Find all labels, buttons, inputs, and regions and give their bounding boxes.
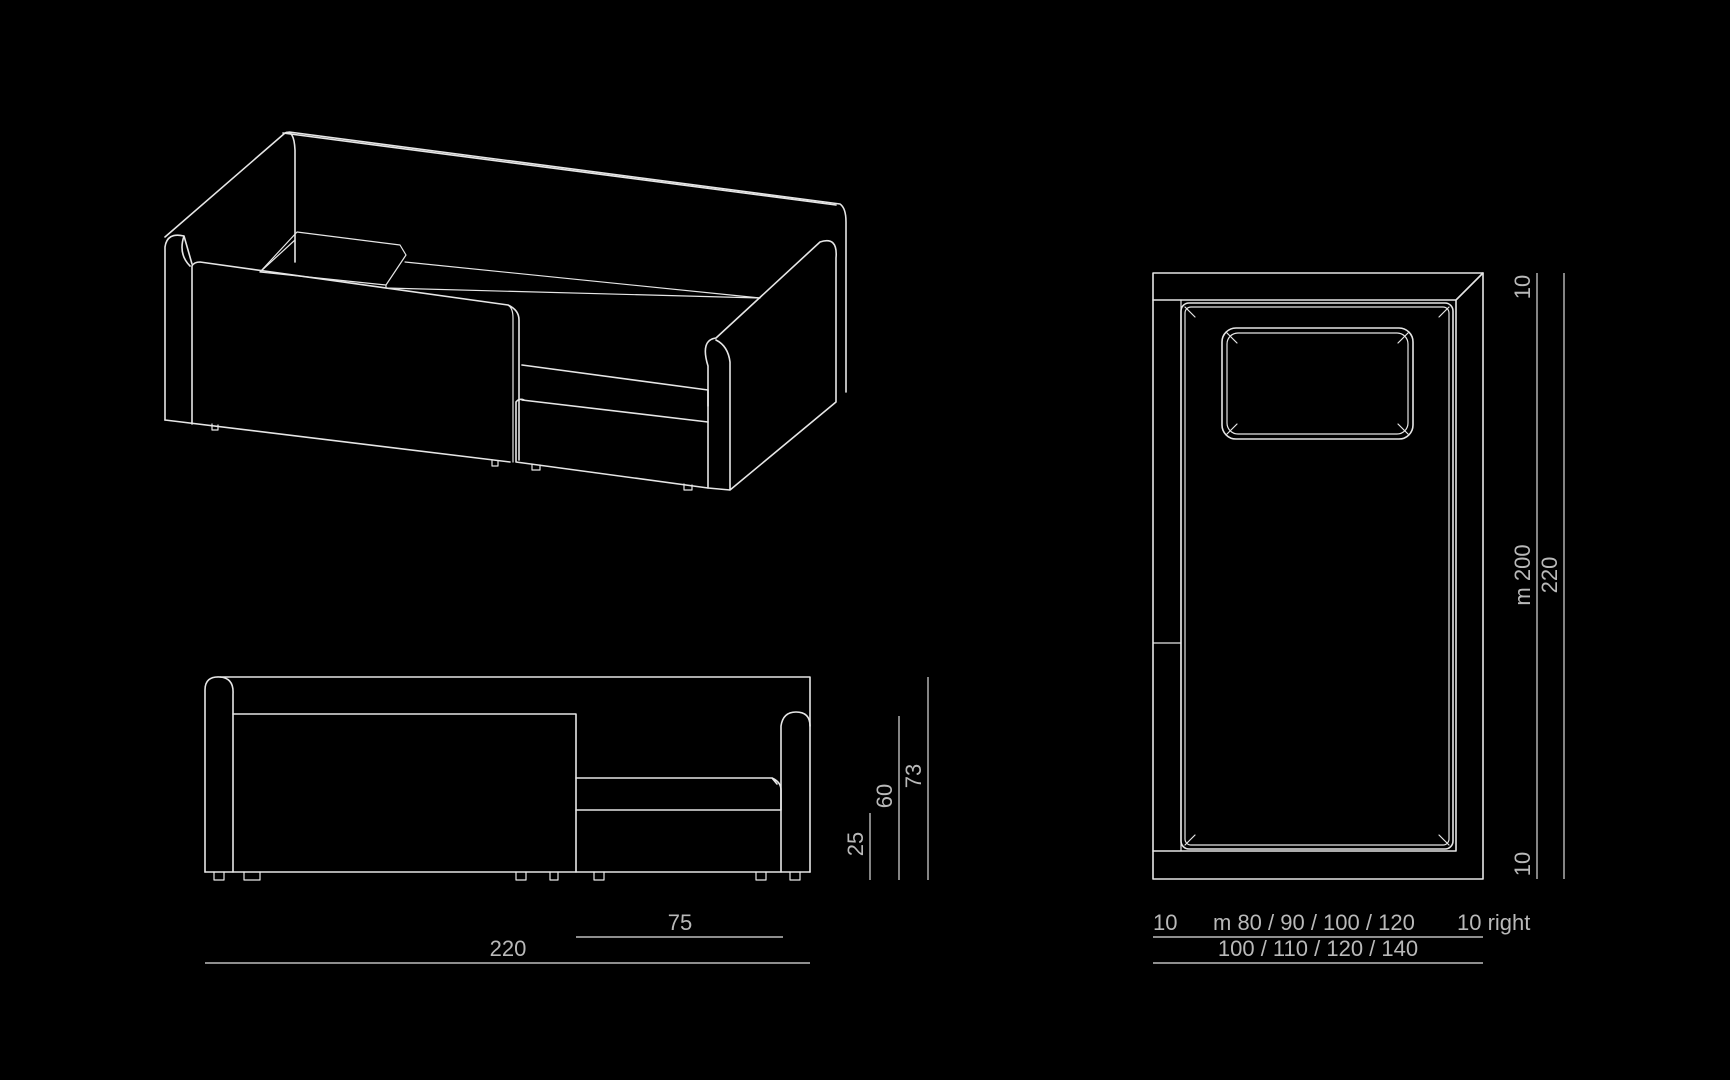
plan-inner-frame (1152, 272, 1484, 852)
plan-mattress-length-label: m 200 (1510, 544, 1535, 605)
plan-overall-length-label: 220 (1537, 557, 1562, 594)
mattress-corner-ticks (1184, 306, 1450, 846)
iso-right-armrest (704, 239, 837, 491)
plan-overall-width-label: 100 / 110 / 120 / 140 (1218, 936, 1418, 961)
plan-outer-frame (1152, 272, 1484, 880)
plan-bottom-side-label: 10 (1510, 852, 1535, 876)
iso-left-armrest (164, 234, 193, 421)
isometric-sofa-view (164, 131, 847, 491)
front-legs (213, 871, 801, 881)
iso-front-panel (164, 261, 520, 463)
iso-back-inner-edge (259, 239, 761, 299)
plan-left-side-label: 10 (1153, 910, 1177, 935)
front-left-arm (204, 676, 234, 873)
iso-cushion (259, 231, 761, 299)
plan-top-side-label: 10 (1510, 275, 1535, 299)
plan-dimensions: 10 m 80 / 90 / 100 / 120 10 right 100 / … (1153, 273, 1565, 964)
iso-back-panel (164, 131, 847, 393)
pillow-inner (1226, 332, 1409, 435)
pillow-corner-ticks (1226, 332, 1409, 435)
plan-right-side-label: 10 right (1457, 910, 1530, 935)
iso-seat-cushion (515, 364, 709, 489)
iso-back-top-thickness (282, 132, 837, 206)
pillow-outline (1221, 327, 1414, 440)
front-seat-cushion (575, 777, 782, 811)
front-dimensions: 75 220 25 60 73 (205, 677, 929, 964)
plan-mattress-width-label: m 80 / 90 / 100 / 120 (1213, 910, 1415, 935)
front-panel (232, 713, 577, 873)
total-height-label: 73 (901, 764, 926, 788)
iso-front-panel-top-edge (507, 304, 514, 463)
iso-legs (211, 423, 693, 491)
mattress-outline (1180, 302, 1454, 850)
seat-depth-label: 75 (668, 910, 692, 935)
mattress-inner (1184, 306, 1450, 846)
seat-height-label: 60 (872, 784, 897, 808)
front-elevation-view (204, 676, 811, 881)
leg-height-label: 25 (843, 832, 868, 856)
front-back-rail (219, 676, 811, 873)
front-right-arm (780, 711, 811, 873)
plan-left-rail-split (1152, 299, 1182, 852)
overall-length-label: 220 (490, 936, 527, 961)
plan-view (1152, 272, 1484, 880)
